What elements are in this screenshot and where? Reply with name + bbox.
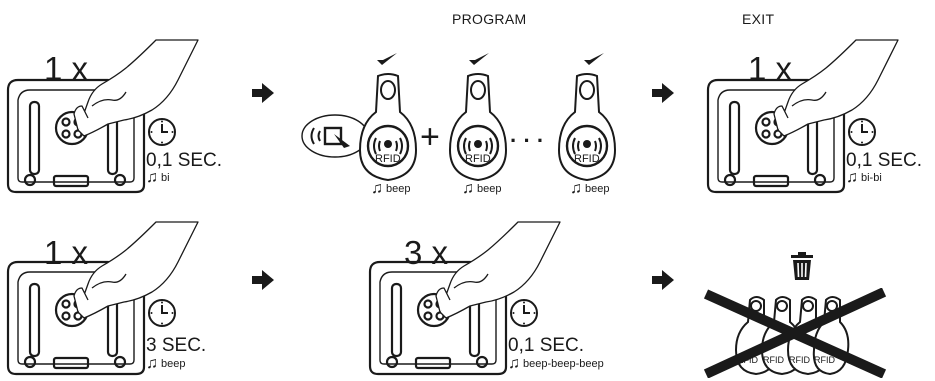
music-note-icon: ♫ (846, 169, 858, 186)
sound-label: bi (161, 172, 170, 184)
sound-indicator: ♫bi-bi (846, 169, 882, 186)
arrow-right-icon (252, 270, 274, 290)
sound-indicator: ♫bi (146, 169, 170, 186)
press-count: 1 x (748, 50, 793, 87)
sound-label: beep (386, 183, 411, 195)
music-note-icon: ♫ (570, 180, 582, 197)
music-note-icon: ♫ (508, 355, 520, 372)
sound-indicator: ♫beep (570, 180, 610, 197)
heading-program: PROGRAM (452, 11, 527, 27)
duration-label: 0,1 SEC. (146, 150, 223, 171)
checkmark-icon (377, 53, 397, 65)
duration-label: 0,1 SEC. (508, 335, 585, 356)
checkmark-icon (469, 53, 489, 65)
rfid-tag-label: RFID (814, 355, 835, 365)
ellipsis-symbol: · · · (510, 128, 545, 153)
duration-label: 0,1 SEC. (846, 150, 923, 171)
rfid-tag-label: RFID (789, 355, 810, 365)
music-note-icon: ♫ (371, 180, 383, 197)
checkmark-icon (584, 53, 604, 65)
heading-exit: EXIT (742, 11, 775, 27)
sound-label: beep-beep-beep (523, 358, 604, 370)
rfid-tag-icon (358, 73, 418, 182)
press-count: 1 x (44, 50, 89, 87)
music-note-icon: ♫ (146, 169, 158, 186)
cross-out-icon (703, 288, 887, 378)
rfid-tag-label: RFID (574, 153, 600, 165)
rfid-tag-label: RFID (375, 153, 401, 165)
sound-label: beep (585, 183, 610, 195)
sound-indicator: ♫beep (146, 355, 186, 372)
arrow-right-icon (652, 270, 674, 290)
arrow-right-icon (252, 83, 274, 103)
sound-indicator: ♫beep (462, 180, 502, 197)
sound-indicator: ♫beep-beep-beep (508, 355, 604, 372)
music-note-icon: ♫ (146, 355, 158, 372)
rfid-tag-label: RFID (465, 153, 491, 165)
sound-label: beep (477, 183, 502, 195)
clock-icon (148, 299, 176, 327)
press-count: 1 x (44, 234, 89, 271)
press-count: 3 x (404, 234, 449, 271)
rfid-tag-icon (448, 73, 508, 182)
sound-label: bi-bi (861, 172, 882, 184)
music-note-icon: ♫ (462, 180, 474, 197)
sound-label: beep (161, 358, 186, 370)
rfid-tag-label: RFID (763, 355, 784, 365)
clock-icon (148, 118, 176, 146)
trash-icon (791, 252, 813, 280)
plus-symbol: + (420, 118, 440, 156)
clock-icon (848, 118, 876, 146)
clock-icon (510, 299, 538, 327)
duration-label: 3 SEC. (146, 335, 207, 356)
sound-indicator: ♫beep (371, 180, 411, 197)
arrow-right-icon (652, 83, 674, 103)
rfid-tag-icon (557, 73, 617, 182)
